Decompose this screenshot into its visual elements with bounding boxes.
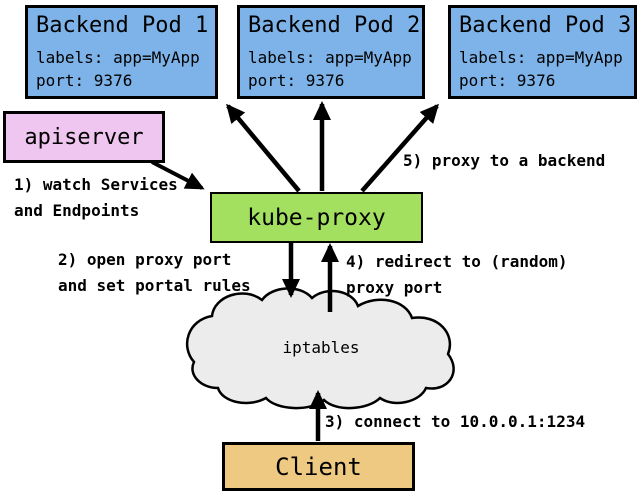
apiserver-label: apiserver: [24, 124, 144, 150]
annotation-step1: 1) watch Services and Endpoints: [14, 175, 178, 220]
backend-pod-2: Backend Pod 2 labels: app=MyApp port: 93…: [237, 5, 425, 99]
client-node: Client: [222, 442, 415, 491]
pod-port: port: 9376: [459, 71, 556, 90]
annotation-step2: 2) open proxy port and set portal rules: [58, 250, 251, 295]
pod-labels: labels: app=MyApp: [248, 48, 412, 67]
pod-labels: labels: app=MyApp: [459, 48, 623, 67]
annotation-step3: 3) connect to 10.0.0.1:1234: [325, 412, 586, 431]
pod-title: Backend Pod 1: [36, 13, 209, 38]
client-label: Client: [275, 452, 362, 481]
kube-proxy-node: kube-proxy: [210, 192, 423, 243]
pod-port: port: 9376: [36, 71, 133, 90]
iptables-cloud: [185, 287, 455, 410]
annotation-step5: 5) proxy to a backend: [403, 151, 606, 170]
arrow-proxy-to-pod3: [360, 103, 439, 193]
pod-title: Backend Pod 2: [248, 13, 421, 38]
arrow-watch-services: [151, 160, 205, 190]
arrow-proxy-to-pod1: [226, 103, 301, 193]
annotation-step4: 4) redirect to (random) proxy port: [346, 252, 568, 297]
pod-title: Backend Pod 3: [459, 13, 632, 38]
pod-port: port: 9376: [248, 71, 345, 90]
iptables-label: iptables: [282, 338, 360, 357]
pod-labels: labels: app=MyApp: [36, 48, 200, 67]
kube-proxy-label: kube-proxy: [247, 204, 386, 231]
backend-pod-1: Backend Pod 1 labels: app=MyApp port: 93…: [25, 5, 218, 99]
backend-pod-3: Backend Pod 3 labels: app=MyApp port: 93…: [448, 5, 637, 99]
apiserver-node: apiserver: [3, 111, 165, 163]
